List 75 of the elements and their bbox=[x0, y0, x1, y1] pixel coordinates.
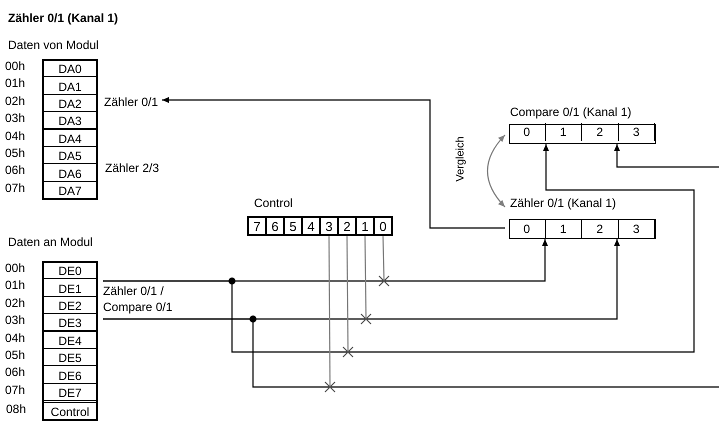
address-label: 00h bbox=[5, 60, 26, 73]
address-label: 06h bbox=[5, 366, 26, 380]
register-heading: Daten von Modul bbox=[8, 38, 99, 52]
signal-line bbox=[364, 235, 367, 319]
register-name: DA7 bbox=[58, 185, 82, 198]
register-heading: Daten an Modul bbox=[8, 235, 93, 249]
bit-number: 0 bbox=[523, 222, 530, 236]
register-name: DE0 bbox=[58, 265, 82, 278]
register-name: DE6 bbox=[58, 370, 82, 383]
bit-number: 2 bbox=[596, 222, 604, 236]
address-label: 03h bbox=[5, 112, 26, 126]
address-label: 07h bbox=[5, 182, 26, 195]
bit-cell bbox=[266, 217, 284, 235]
register-name: DA5 bbox=[58, 150, 82, 164]
address-label: 01h bbox=[5, 279, 26, 292]
address-label: 06h bbox=[5, 164, 26, 178]
bit-cell bbox=[320, 217, 338, 235]
signal-label: Zähler 0/1 / Compare 0/1 bbox=[103, 281, 175, 319]
address-label: 07h bbox=[5, 384, 26, 397]
register-name: Control bbox=[50, 406, 90, 419]
register-heading: Control bbox=[254, 196, 293, 210]
bit-number: 4 bbox=[307, 220, 315, 232]
register-name: DA1 bbox=[58, 80, 82, 94]
bit-number: 1 bbox=[560, 222, 567, 236]
signal-label: Zähler 0/1 bbox=[104, 92, 162, 108]
signal-line bbox=[382, 234, 385, 282]
address-label: 04h bbox=[5, 130, 26, 143]
double-arrow bbox=[486, 134, 506, 208]
bit-number: 3 bbox=[632, 222, 640, 236]
arrow bbox=[103, 144, 695, 353]
bit-cell bbox=[284, 217, 302, 235]
register-name: DA4 bbox=[58, 132, 82, 146]
bit-number: 6 bbox=[271, 220, 279, 232]
address-label: 04h bbox=[5, 332, 26, 345]
signal-line bbox=[103, 318, 719, 388]
address-label: 00h bbox=[5, 262, 26, 275]
diagram-title: Zähler 0/1 (Kanal 1) bbox=[8, 11, 118, 25]
register-name: DE7 bbox=[58, 387, 82, 400]
register-heading: Zähler 0/1 (Kanal 1) bbox=[510, 196, 616, 210]
bit-cell bbox=[356, 217, 374, 235]
bit-number: 3 bbox=[632, 126, 640, 138]
arrow bbox=[614, 144, 719, 168]
bit-number: 2 bbox=[596, 126, 604, 138]
signal-label: Zähler 2/3 bbox=[105, 161, 160, 175]
register-name: DE1 bbox=[58, 282, 82, 296]
address-label: 05h bbox=[5, 147, 26, 160]
register-name: DE4 bbox=[58, 334, 82, 348]
register-name: DE2 bbox=[58, 300, 82, 314]
address-label: 01h bbox=[5, 77, 26, 90]
signal-line bbox=[328, 235, 331, 387]
address-label: 02h bbox=[5, 296, 26, 310]
address-label: 02h bbox=[5, 94, 26, 108]
address-label: 03h bbox=[5, 314, 26, 328]
register-name: DE5 bbox=[58, 352, 82, 366]
address-label: 08h bbox=[6, 403, 26, 416]
register-name: DA6 bbox=[58, 168, 82, 181]
bit-cell bbox=[302, 217, 320, 235]
bit-number: 0 bbox=[379, 220, 387, 232]
register-name: DE3 bbox=[58, 316, 82, 330]
bit-number: 3 bbox=[325, 220, 333, 232]
bit-number: 1 bbox=[560, 126, 567, 138]
register-heading: Compare 0/1 (Kanal 1) bbox=[510, 105, 632, 119]
edge-label: Vergleich bbox=[454, 136, 467, 182]
bit-number: 5 bbox=[289, 220, 297, 232]
address-label: 05h bbox=[5, 349, 26, 362]
arrow bbox=[162, 97, 505, 229]
signal-line bbox=[346, 235, 349, 352]
bit-number: 0 bbox=[523, 126, 530, 138]
bit-cell bbox=[338, 217, 356, 235]
register-name: DA3 bbox=[58, 114, 82, 128]
register-name: DA0 bbox=[58, 63, 82, 76]
bit-number: 7 bbox=[253, 220, 261, 232]
bit-number: 1 bbox=[361, 220, 369, 232]
register-name: DA2 bbox=[58, 98, 82, 112]
bit-number: 2 bbox=[343, 220, 351, 232]
